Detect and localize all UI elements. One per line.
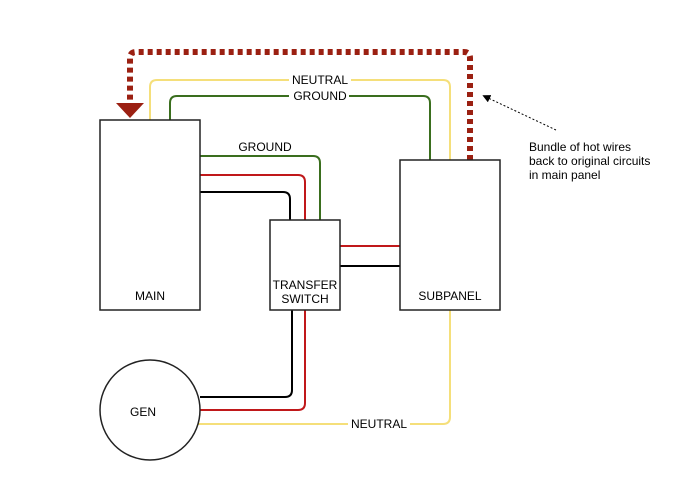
ground-mid-label: GROUND [238,140,292,154]
transfer-switch-label-line1: TRANSFER [273,278,338,292]
main-label: MAIN [135,289,165,303]
red-hot-wire-main-transfer [200,174,306,220]
red-hot-wire-gen-transfer [200,310,306,411]
neutral-top-label: NEUTRAL [292,73,348,87]
transfer-switch-label-line2: SWITCH [281,292,328,306]
neutral-bottom-label-bg [348,416,410,431]
ground-top-label-bg [289,88,349,103]
annotation-line3: in main panel [529,168,600,182]
annotation-line1: Bundle of hot wires [529,140,631,154]
annotation-pointer [482,95,557,131]
hot-bundle-arrowhead [116,103,144,118]
main-panel-box [99,119,201,311]
annotation-line2: back to original circuits [529,154,650,168]
subpanel-box [399,159,501,311]
black-hot-wire-main-transfer [200,191,291,220]
neutral-wire-gen-subpanel [197,310,451,425]
gen-label: GEN [130,405,156,419]
generator-circle [99,359,201,461]
neutral-bottom-label: NEUTRAL [351,417,407,431]
subpanel-label: SUBPANEL [418,289,481,303]
ground-wire-main-transfer [200,155,321,220]
transfer-switch-box [269,219,341,311]
black-hot-wire-gen-transfer [200,310,293,398]
ground-wire-top [169,95,431,160]
ground-top-label: GROUND [293,89,347,103]
neutral-top-label-bg [289,72,351,87]
